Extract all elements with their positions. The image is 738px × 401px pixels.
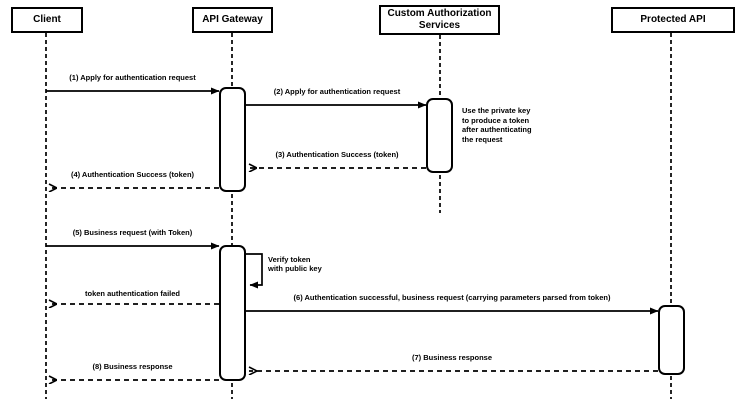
- message-self-verify-label: Verify token with public key: [268, 255, 322, 273]
- participant-client-label: Client: [33, 14, 61, 25]
- participant-protected-api-label: Protected API: [640, 14, 706, 25]
- participant-api-gateway-label: API Gateway: [202, 14, 263, 25]
- message-6-label: (6) Authentication successful, business …: [293, 293, 611, 302]
- activation-api-gateway-1: [219, 87, 246, 192]
- message-8-label: (8) Business response: [92, 362, 173, 371]
- message-2-label: (2) Apply for authentication request: [273, 87, 401, 96]
- message-7-label: (7) Business response: [411, 353, 493, 362]
- message-5-label: (5) Business request (with Token): [72, 228, 193, 237]
- participant-client: Client: [11, 7, 83, 33]
- message-1-label: (1) Apply for authentication request: [69, 73, 196, 82]
- message-token-failed-label: token authentication failed: [84, 289, 180, 298]
- participant-custom-authorization-services-label: Custom Authorization Services: [387, 8, 492, 31]
- participant-api-gateway: API Gateway: [192, 7, 273, 33]
- message-self-verify-line: [246, 253, 263, 289]
- message-3-label: (3) Authentication Success (token): [275, 150, 399, 159]
- activation-protected-api: [658, 305, 685, 375]
- participant-custom-authorization-services: Custom Authorization Services: [379, 5, 500, 35]
- participant-protected-api: Protected API: [611, 7, 735, 33]
- note-private-key: Use the private key to produce a token a…: [462, 106, 532, 145]
- activation-custom-authorization-services: [426, 98, 453, 173]
- activation-api-gateway-2: [219, 245, 246, 381]
- message-4-label: (4) Authentication Success (token): [70, 170, 195, 179]
